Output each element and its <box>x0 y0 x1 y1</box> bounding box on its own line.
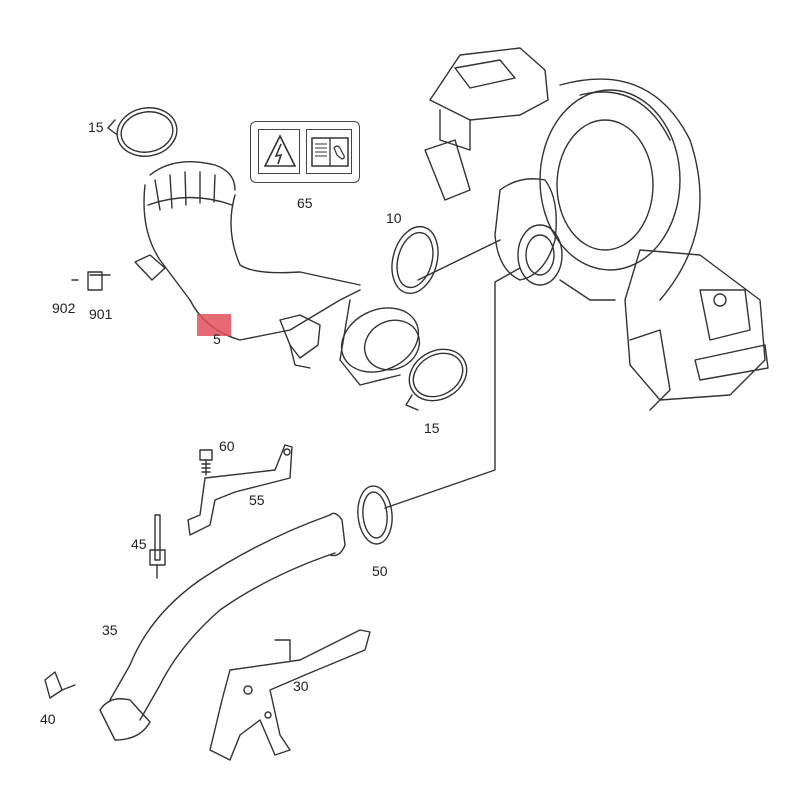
callout-5: 5 <box>213 331 221 347</box>
callout-65: 65 <box>297 195 313 211</box>
bracket-30 <box>209 629 371 761</box>
bracket-55 <box>187 444 293 536</box>
callout-45: 45 <box>131 536 147 552</box>
gasket-10 <box>391 225 439 295</box>
pipe-35 <box>99 512 346 741</box>
callout-902: 902 <box>52 300 76 316</box>
o-ring-50 <box>357 485 393 545</box>
callout-30: 30 <box>293 678 309 694</box>
callout-15-top: 15 <box>88 119 104 135</box>
turbocharger <box>424 47 769 411</box>
callout-901: 901 <box>89 306 113 322</box>
callout-10: 10 <box>386 210 402 226</box>
sensor-901 <box>71 271 103 291</box>
intake-hose <box>89 160 361 369</box>
hose-clamp-bottom <box>405 348 468 411</box>
callout-60: 60 <box>219 438 235 454</box>
hose-coupling <box>339 299 421 386</box>
stud-45 <box>149 514 166 579</box>
warning-electrical-icon <box>258 129 300 174</box>
callout-35: 35 <box>102 622 118 638</box>
manual-book-icon <box>306 129 352 174</box>
callout-15-bottom: 15 <box>424 420 440 436</box>
clip-40 <box>44 671 76 699</box>
hose-clamp-top <box>107 107 178 157</box>
bolt-60 <box>199 449 213 476</box>
callout-50: 50 <box>372 563 388 579</box>
highlight-marker <box>197 314 231 336</box>
callout-55: 55 <box>249 492 265 508</box>
warning-label <box>250 121 360 183</box>
callout-40: 40 <box>40 711 56 727</box>
